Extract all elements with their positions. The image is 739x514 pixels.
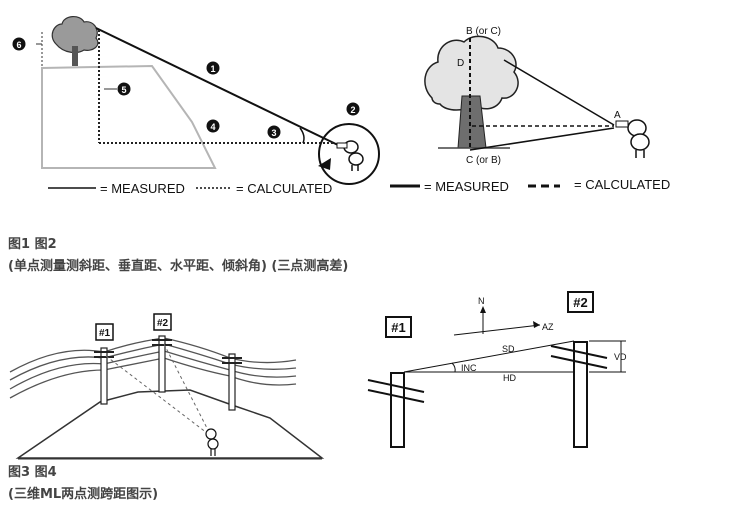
pole-2-badge: #2 xyxy=(567,291,594,313)
label-vd: VD xyxy=(614,352,627,362)
tree-icon xyxy=(51,16,99,66)
figure-2: B (or C) D A C (or B) = MEASURED = CALCU… xyxy=(390,26,670,194)
sight-line-1 xyxy=(105,355,208,434)
pole-2 xyxy=(152,335,172,393)
label-inc: INC xyxy=(461,363,477,373)
label-a: A xyxy=(614,110,621,121)
pole-3 xyxy=(222,353,242,411)
label-hd: HD xyxy=(503,373,516,383)
label-c-or-b: C (or B) xyxy=(466,155,501,166)
svg-text:4: 4 xyxy=(210,122,215,132)
caption-fig1-2-subtitle: (单点测量测斜距、垂直距、水平距、倾斜角) (三点测高差) xyxy=(8,259,349,274)
svg-text:5: 5 xyxy=(121,85,126,95)
label-b-or-c: B (or C) xyxy=(466,26,501,37)
label-sd: SD xyxy=(502,344,515,354)
power-wire xyxy=(9,337,297,373)
svg-text:1: 1 xyxy=(210,64,215,74)
azimuth-line xyxy=(453,324,541,336)
figure-1: 1 2 3 4 5 6 = MEASURED = CALCULATED xyxy=(12,16,380,196)
legend-calculated-label: = CALCULATED xyxy=(236,181,332,196)
measured-line-bottom xyxy=(469,127,615,151)
badge-6: 6 xyxy=(12,37,26,51)
legend-measured-label: = MEASURED xyxy=(100,181,185,196)
north-arrow-icon xyxy=(480,306,486,313)
caption-fig1-2-title: 图1 图2 xyxy=(8,237,57,252)
badge-1: 1 xyxy=(206,61,220,75)
svg-text:6: 6 xyxy=(16,40,21,50)
power-wire xyxy=(9,350,297,390)
pole-2-badge: #2 xyxy=(153,313,172,331)
legend-calculated-label: = CALCULATED xyxy=(574,177,670,192)
tree-icon xyxy=(424,35,519,149)
label-az: AZ xyxy=(542,322,554,332)
rotation-arrow-icon xyxy=(318,158,331,170)
pole-1 xyxy=(367,372,425,448)
label-d: D xyxy=(457,58,464,69)
label-n: N xyxy=(478,296,485,306)
badge-2: 2 xyxy=(346,102,360,116)
figure-4: #1 #2 N AZ SD INC HD VD xyxy=(367,291,627,448)
badge-5: 5 xyxy=(117,82,131,96)
azimuth-arrow-icon xyxy=(533,321,540,328)
caption-fig3-4-title: 图3 图4 xyxy=(8,465,57,480)
measured-slope-line xyxy=(95,27,341,147)
legend-measured-label: = MEASURED xyxy=(424,179,509,194)
observer-circle xyxy=(318,123,380,185)
svg-text:#2: #2 xyxy=(573,295,587,310)
figure-3: #1 #2 xyxy=(9,313,325,460)
pole-1-badge: #1 xyxy=(95,323,114,341)
pole-1 xyxy=(94,347,114,405)
observer-icon xyxy=(336,140,364,171)
hill-outline xyxy=(15,389,325,459)
svg-text:#1: #1 xyxy=(99,328,111,339)
badge-3: 3 xyxy=(267,125,281,139)
svg-text:#2: #2 xyxy=(157,318,169,329)
observer-icon xyxy=(615,119,650,158)
svg-text:2: 2 xyxy=(350,105,355,115)
measured-line-top xyxy=(503,59,615,126)
pole-2 xyxy=(550,341,608,448)
inclination-arc xyxy=(299,127,305,144)
sight-line-2 xyxy=(163,343,210,433)
inclination-arc xyxy=(451,362,456,373)
caption-fig3-4-subtitle: (三维ML两点测跨距图示) xyxy=(8,487,159,502)
badge-4: 4 xyxy=(206,119,220,133)
pole-1-badge: #1 xyxy=(385,316,412,338)
slope-distance-line xyxy=(403,340,575,373)
observer-icon xyxy=(205,428,219,456)
svg-text:3: 3 xyxy=(271,128,276,138)
svg-text:#1: #1 xyxy=(391,320,405,335)
terrain-outline xyxy=(41,64,217,169)
